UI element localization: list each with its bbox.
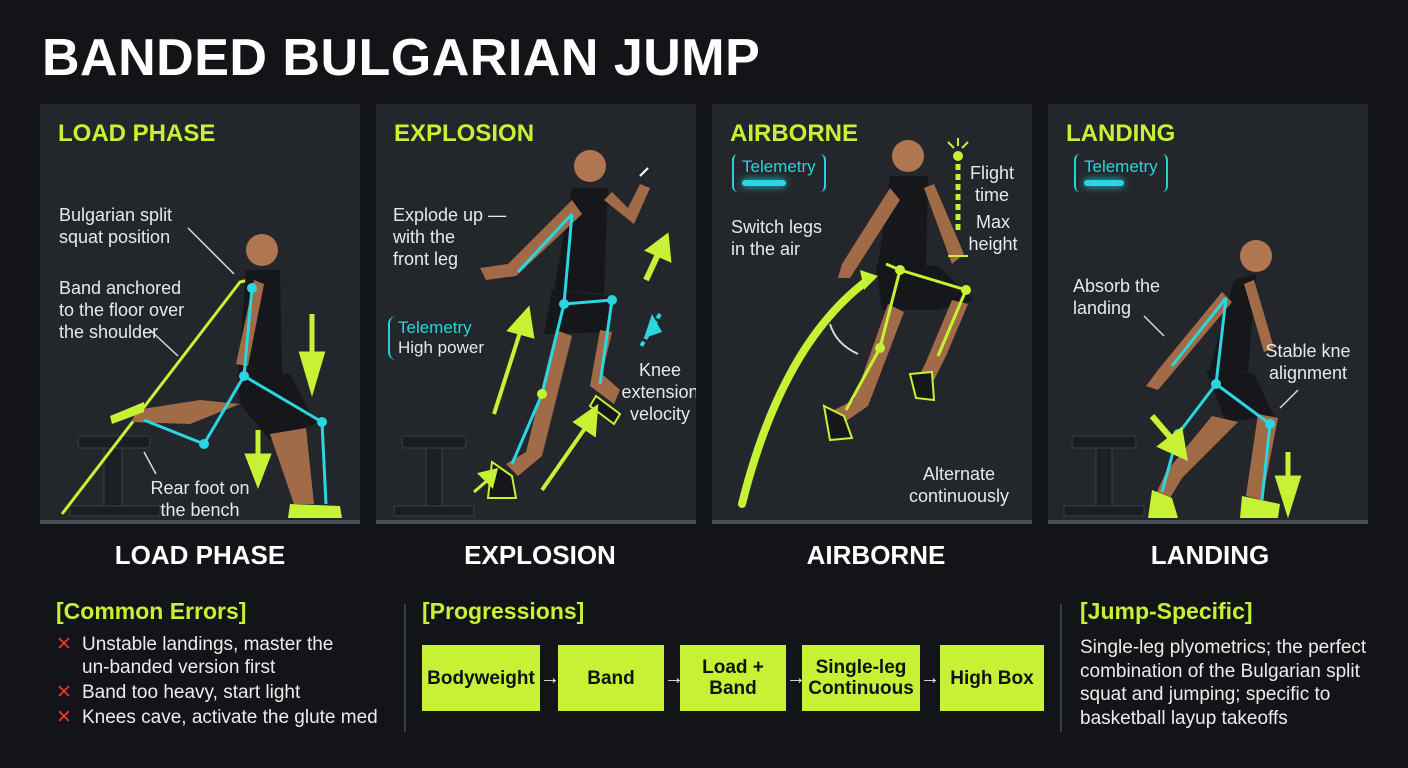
telemetry-bar xyxy=(742,180,786,186)
panel-explosion: EXPLOSION Explode up — with the front le… xyxy=(376,104,696,524)
panel-landing: LANDING Telemetry Absorb the landing Sta… xyxy=(1048,104,1368,524)
telemetry-sub: High power xyxy=(398,338,484,357)
annotation-switch-legs: Switch legs in the air xyxy=(731,217,823,259)
telemetry-badge: Telemetry High power xyxy=(388,316,492,360)
annotation-stable-knee: Stable kne alignment xyxy=(1265,341,1351,383)
caption-explosion: EXPLOSION xyxy=(464,540,616,570)
x-icon: ✕ xyxy=(56,634,72,655)
divider xyxy=(1060,604,1062,732)
down-arrow-icon xyxy=(1149,414,1188,462)
annotation-band-anchor: Band anchored to the floor over the shou… xyxy=(59,278,185,342)
telemetry-bar xyxy=(1084,180,1124,186)
progression-band: Band xyxy=(558,645,664,711)
airborne-illustration xyxy=(738,138,974,508)
common-errors-title: [Common Errors] xyxy=(56,598,247,624)
telemetry-badge: Telemetry xyxy=(1074,154,1168,192)
annotation-alternate: Alternate continuously xyxy=(908,464,1010,506)
arrow-right-icon: → xyxy=(664,667,684,689)
annotation-rear-foot: Rear foot on the bench xyxy=(150,478,250,520)
progression-bodyweight: Bodyweight xyxy=(422,645,540,711)
explosion-illustration xyxy=(393,150,672,517)
caption-landing: LANDING xyxy=(1150,540,1270,570)
down-arrow-icon xyxy=(298,314,326,397)
annotation-flight-time: Flight time xyxy=(969,163,1014,205)
panel-title: LOAD PHASE xyxy=(58,120,216,147)
caption-airborne: AIRBORNE xyxy=(806,540,946,570)
arrow-right-icon: → xyxy=(540,667,560,689)
up-arrow-icon xyxy=(540,403,599,492)
list-item: ✕Knees cave, activate the glute med xyxy=(56,707,378,728)
annotation-split-squat: Bulgarian split squat position xyxy=(59,205,173,247)
panel-title: LANDING xyxy=(1066,120,1176,147)
arrow-right-icon: → xyxy=(920,667,940,689)
panel-airborne: AIRBORNE Telemetry Switch legs in the ai… xyxy=(712,104,1032,524)
telemetry-label: Telemetry xyxy=(742,157,816,176)
annotation-absorb-landing: Absorb the landing xyxy=(1073,276,1161,318)
telemetry-badge: Telemetry xyxy=(732,154,826,192)
x-icon: ✕ xyxy=(56,707,72,728)
page-title: BANDED BULGARIAN JUMP xyxy=(42,29,761,87)
progression-single-leg: Single-leg Continuous xyxy=(802,645,920,711)
annotation-explode-up: Explode up — with the front leg xyxy=(393,205,507,269)
progression-load-band: Load + Band xyxy=(680,645,786,711)
list-item: ✕Unstable landings, master the un-banded… xyxy=(56,634,334,678)
up-arrow-icon xyxy=(473,467,499,494)
panel-title: AIRBORNE xyxy=(730,120,859,147)
floor-line xyxy=(40,520,360,524)
x-icon: ✕ xyxy=(56,682,72,703)
list-item: ✕Band too heavy, start light xyxy=(56,682,301,703)
down-arrow-icon xyxy=(244,430,272,489)
floor-line xyxy=(376,520,696,524)
annotation-knee-velocity: Knee extension velocity xyxy=(621,360,696,424)
telemetry-label: Telemetry xyxy=(1084,157,1158,176)
caption-load-phase: LOAD PHASE xyxy=(114,540,286,570)
panel-load-phase: LOAD PHASE Bulgarian split squat positio… xyxy=(40,104,360,524)
common-errors-list: ✕Unstable landings, master the un-banded… xyxy=(56,633,378,731)
down-arrow-icon xyxy=(1274,452,1302,519)
floor-line xyxy=(712,520,1032,524)
jump-specific-title: [Jump-Specific] xyxy=(1080,598,1253,624)
progression-high-box: High Box xyxy=(940,645,1044,711)
arrow-right-icon: → xyxy=(786,667,806,689)
divider xyxy=(404,604,406,732)
telemetry-label: Telemetry xyxy=(398,318,472,337)
landing-illustration xyxy=(1063,240,1302,519)
jump-specific-text: Single-leg plyometrics; the perfect comb… xyxy=(1080,637,1367,729)
floor-line xyxy=(1048,520,1368,524)
annotation-max-height: Max height xyxy=(968,212,1018,254)
progressions-title: [Progressions] xyxy=(422,598,585,624)
up-arrow-icon xyxy=(492,305,535,415)
panel-title: EXPLOSION xyxy=(394,120,535,147)
load-phase-illustration xyxy=(60,227,342,518)
up-arrow-icon xyxy=(643,232,672,282)
